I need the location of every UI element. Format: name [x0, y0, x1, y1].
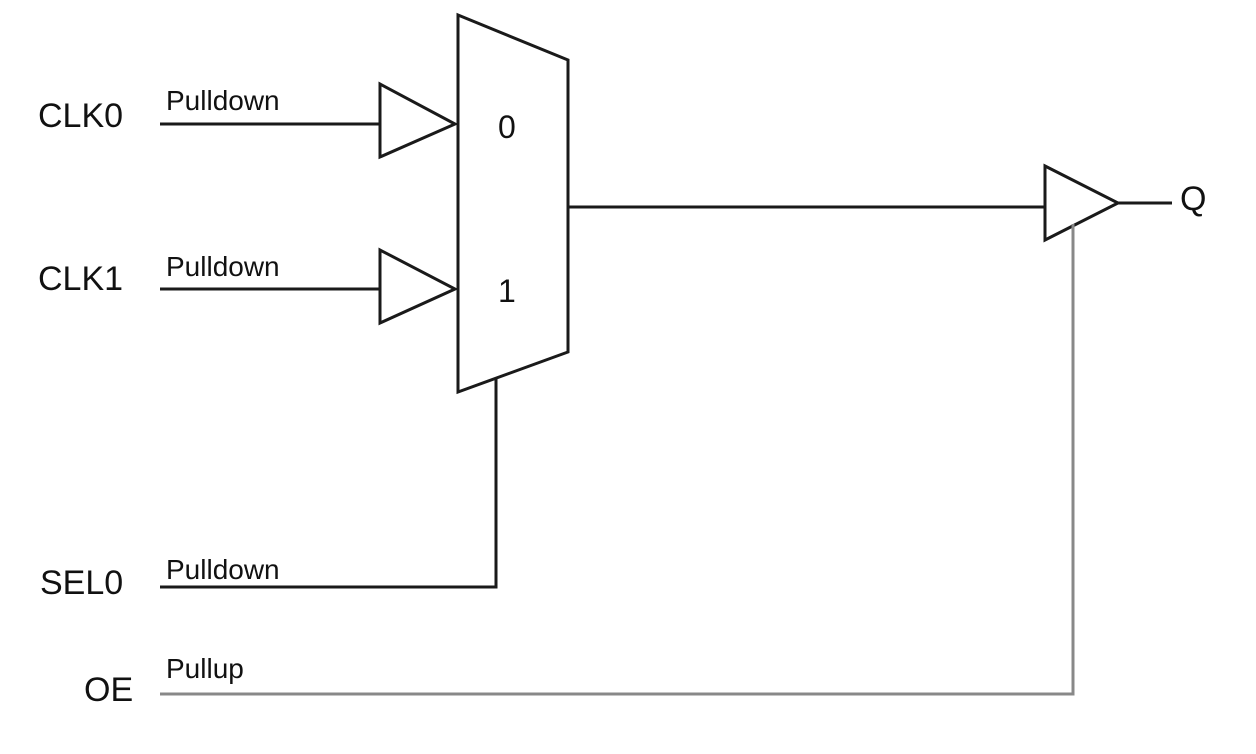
multiplexer — [456, 12, 570, 395]
sel0-wire — [160, 378, 498, 589]
sel0-pulldown-label: Pulldown — [166, 554, 280, 585]
oe-pullup-label: Pullup — [166, 653, 244, 684]
clk0-pulldown-label: Pulldown — [166, 85, 280, 116]
oe-label: OE — [84, 671, 133, 709]
output-buffer — [1043, 163, 1122, 243]
clk1-buffer — [378, 247, 459, 326]
mux-input-1-label: 1 — [498, 273, 516, 309]
sel0-label: SEL0 — [40, 564, 123, 602]
mux-input-0-label: 0 — [498, 109, 516, 145]
q-output-label: Q — [1180, 180, 1206, 218]
oe-wire — [160, 224, 1075, 696]
clk1-pulldown-label: Pulldown — [166, 251, 280, 282]
clk1-label: CLK1 — [38, 260, 123, 298]
clk0-label: CLK0 — [38, 97, 123, 135]
clk0-buffer — [378, 81, 459, 160]
